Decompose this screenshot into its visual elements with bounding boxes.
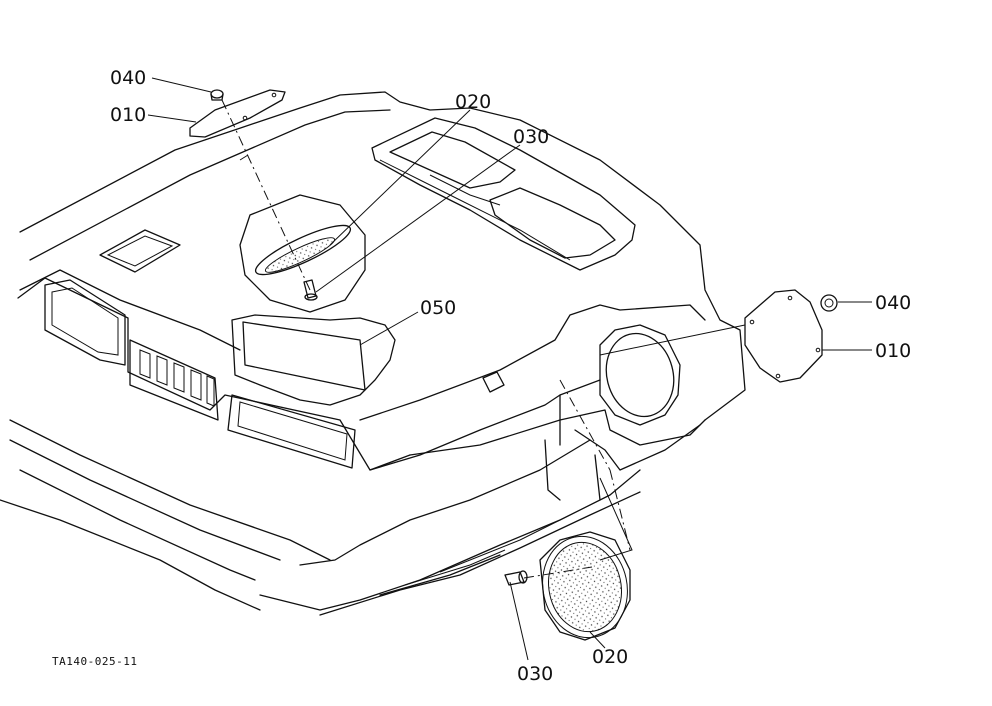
right-nut-040	[820, 294, 838, 312]
detail-circle	[239, 194, 366, 313]
drawing-code: TA140-025-11	[52, 655, 137, 668]
top-nut-040	[210, 89, 224, 101]
callout-020-top: 020	[455, 91, 491, 113]
right-speaker-opening	[599, 324, 681, 426]
headliner-outline	[0, 91, 746, 616]
roof-mark-square	[482, 371, 505, 393]
front-window-left	[44, 279, 126, 366]
top-grill-cover-010	[189, 89, 286, 138]
leader-lines	[147, 77, 872, 661]
callout-050: 050	[420, 297, 456, 319]
speaker-opening-050	[231, 314, 396, 406]
overhead-console	[371, 117, 636, 271]
roof-vent	[99, 229, 181, 273]
front-window-right	[227, 394, 356, 469]
callout-020-bottom: 020	[592, 646, 628, 668]
callout-010-right: 010	[875, 340, 911, 362]
callout-030-top: 030	[513, 126, 549, 148]
right-grill-cover-010	[744, 289, 823, 383]
callout-040-right: 040	[875, 292, 911, 314]
assembly-lines	[221, 99, 633, 579]
center-vent-grille	[129, 339, 219, 421]
callout-010-top: 010	[110, 104, 146, 126]
detail-screw-030	[303, 279, 318, 301]
bottom-screw-030	[504, 570, 528, 586]
callout-030-bottom: 030	[517, 663, 553, 685]
bottom-speaker-020	[539, 531, 631, 641]
callout-040-top: 040	[110, 67, 146, 89]
